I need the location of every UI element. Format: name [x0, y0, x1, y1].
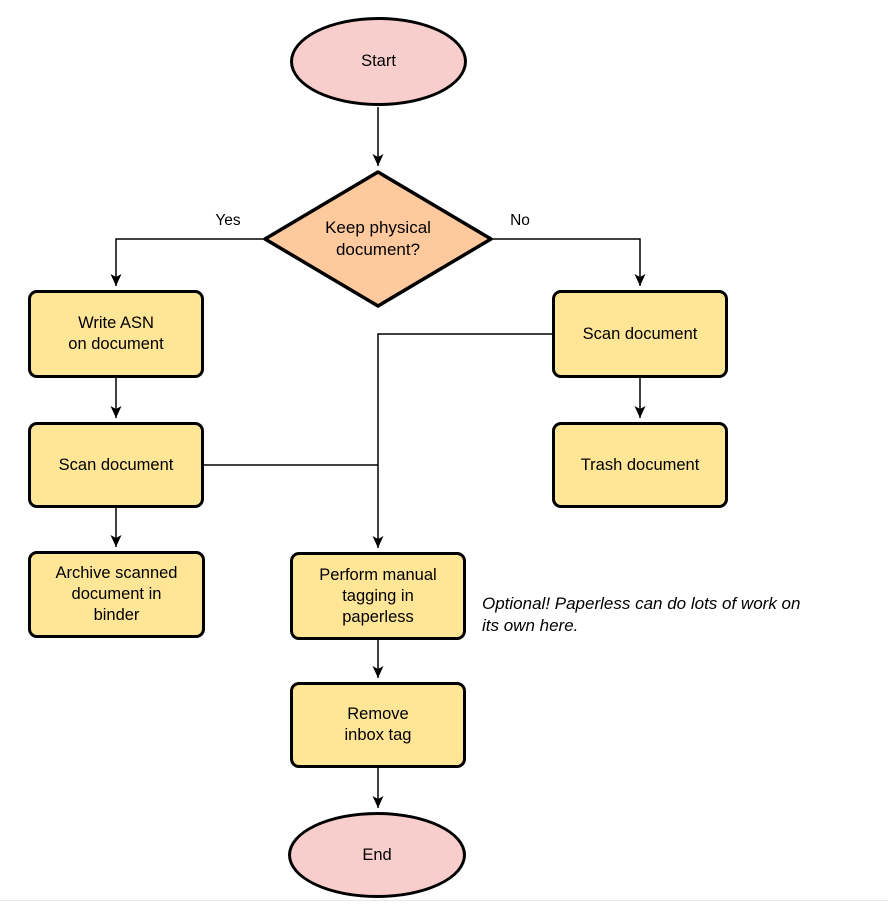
- note-optional: Optional! Paperless can do lots of work …: [482, 594, 801, 635]
- node-start: Start: [290, 17, 467, 106]
- canvas-bottom-divider: [0, 900, 888, 901]
- node-scan-document-right: Scan document: [552, 290, 728, 378]
- node-write-asn: Write ASN on document: [28, 290, 204, 378]
- node-end: End: [288, 812, 466, 898]
- node-manual-tagging: Perform manual tagging in paperless: [290, 552, 466, 640]
- edge-decision-no-to-scan-right: [490, 238, 646, 286]
- node-trash-document: Trash document: [552, 422, 728, 508]
- edge-label-no: No: [510, 212, 530, 229]
- edge-decision-yes-to-write-asn: [110, 238, 266, 286]
- edge-label-yes: Yes: [215, 212, 241, 229]
- node-remove-inbox-tag: Remove inbox tag: [290, 682, 466, 768]
- node-scan-document-left: Scan document: [28, 422, 204, 508]
- decision-diamond-shape: [263, 170, 493, 308]
- node-archive-binder: Archive scanned document in binder: [28, 551, 205, 638]
- edge-scan-right-to-tagging: [372, 333, 552, 548]
- node-decision-label: Keep physical document?: [325, 218, 431, 259]
